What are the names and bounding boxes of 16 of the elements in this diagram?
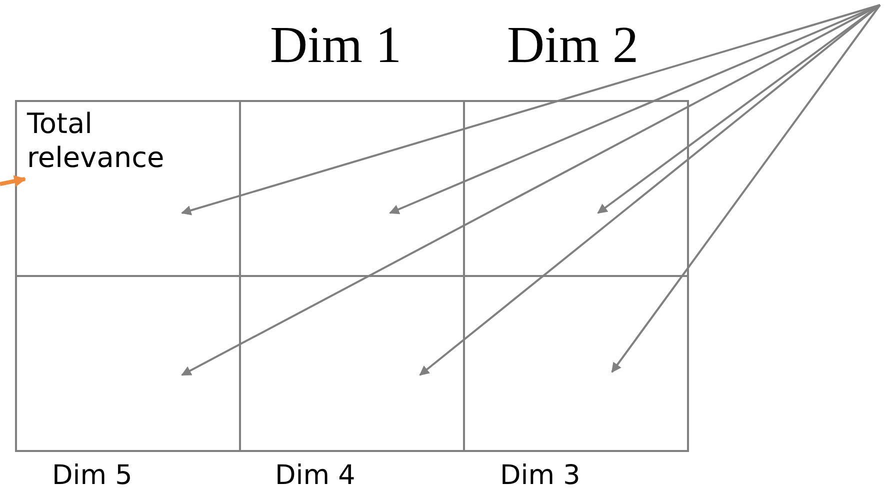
dimension-label: Dim 5 <box>52 462 132 489</box>
dimension-label: Dim 1 <box>270 20 402 72</box>
arrow <box>181 4 880 376</box>
grid-cell <box>15 275 241 452</box>
grid-cell <box>463 275 689 452</box>
arrow <box>0 175 26 187</box>
dimension-label: Dim 4 <box>275 462 356 489</box>
grid-cell <box>15 100 241 277</box>
arrow <box>419 4 881 376</box>
cell-label: Total relevance <box>27 107 166 174</box>
arrow <box>389 4 880 214</box>
arrow <box>181 4 880 216</box>
dimension-label: Dim 2 <box>507 20 638 72</box>
arrow <box>611 4 881 373</box>
grid-cell <box>463 100 689 277</box>
dimension-label: Dim 3 <box>500 462 580 489</box>
